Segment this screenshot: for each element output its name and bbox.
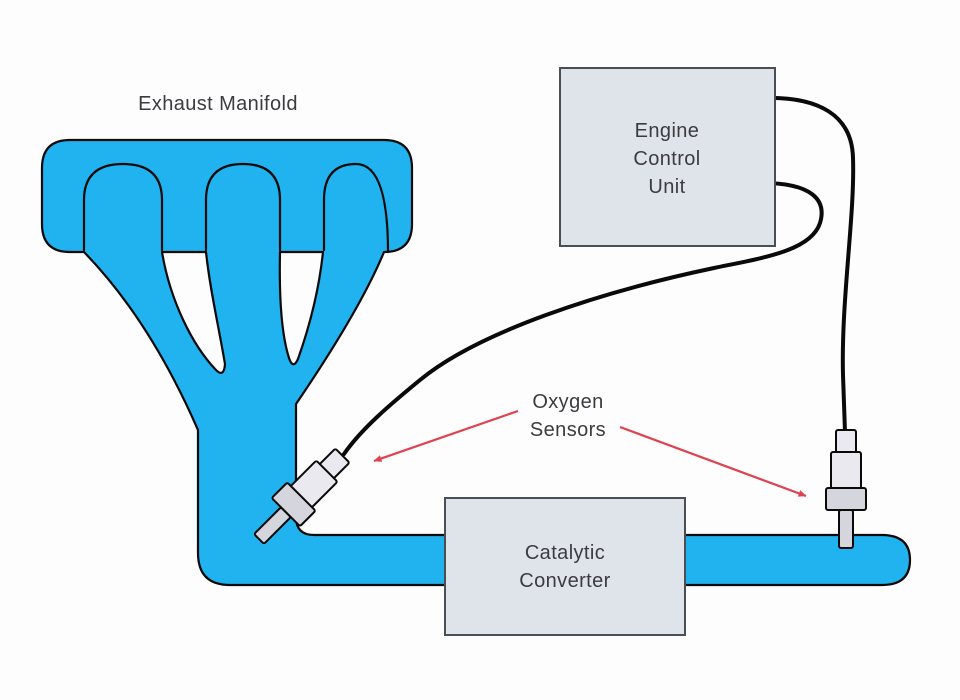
engine-control-unit-box bbox=[559, 67, 776, 247]
exhaust-manifold-and-pipe-shape bbox=[40, 138, 912, 587]
wire-to-left-sensor bbox=[342, 181, 824, 456]
exhaust-manifold-label: Exhaust Manifold bbox=[138, 93, 298, 115]
arrow-to-left-sensor bbox=[373, 409, 519, 463]
catalytic-converter-box bbox=[444, 497, 686, 636]
ecu-label-line2: Control bbox=[633, 148, 700, 170]
manifold-runner-arches bbox=[82, 162, 390, 254]
wire-to-right-sensor bbox=[760, 95, 856, 434]
ecu-label-line3: Unit bbox=[648, 176, 685, 198]
arrow-to-right-sensor bbox=[619, 425, 807, 498]
oxygen-sensors-label-line2: Sensors bbox=[530, 419, 606, 441]
catalytic-converter-label-line2: Converter bbox=[519, 570, 610, 592]
ecu-label-line1: Engine bbox=[635, 120, 700, 142]
oxygen-sensor-right bbox=[825, 429, 867, 549]
oxygen-sensors-label-line1: Oxygen bbox=[532, 391, 603, 413]
catalytic-converter-label-line1: Catalytic bbox=[525, 542, 605, 564]
